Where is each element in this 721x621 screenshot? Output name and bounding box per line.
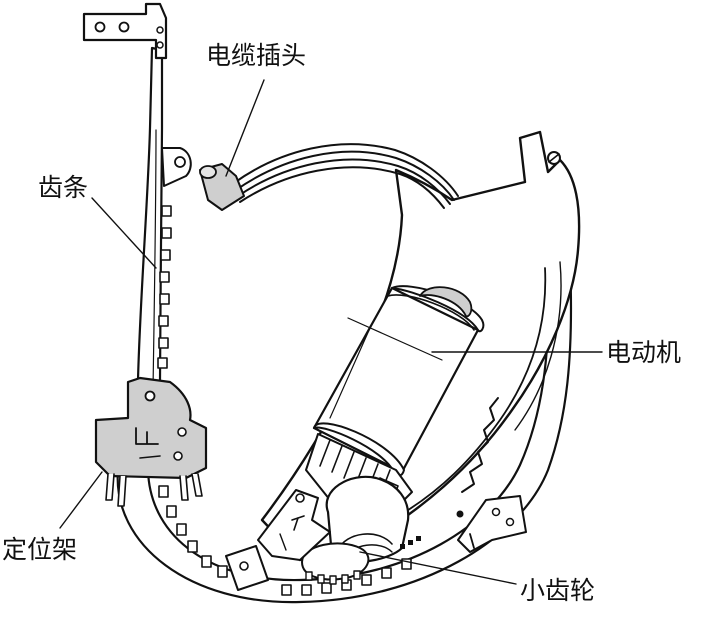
motor-end-cap — [419, 286, 473, 318]
label-bracket: 定位架 — [2, 535, 77, 564]
label-cable-plug: 电缆插头 — [206, 41, 306, 70]
lever-arm — [257, 489, 331, 561]
leader-bracket — [59, 471, 103, 529]
label-pinion: 小齿轮 — [520, 576, 595, 605]
pinion-gear — [301, 542, 370, 585]
housing-rib — [404, 267, 547, 513]
lower-rail-teeth — [158, 485, 412, 596]
drawing: 电缆插头 齿条 电动机 定位架 小齿轮 — [2, 2, 681, 605]
cable-bundle — [233, 143, 459, 209]
pivot-plate — [161, 147, 192, 187]
leader-pinion — [359, 551, 517, 585]
lower-left-mount — [225, 545, 269, 591]
leader-lines — [59, 79, 603, 585]
positioning-bracket — [94, 376, 208, 507]
housing-spring — [461, 397, 499, 493]
rack-teeth — [157, 205, 172, 369]
label-rack: 齿条 — [38, 173, 88, 202]
lower-right-mount — [457, 495, 527, 553]
pinion-mesh-marks — [400, 510, 464, 549]
cable-plug-connector — [199, 163, 245, 211]
leader-rack — [91, 197, 157, 269]
label-motor: 电动机 — [606, 338, 681, 367]
leader-cable-plug — [225, 79, 265, 177]
